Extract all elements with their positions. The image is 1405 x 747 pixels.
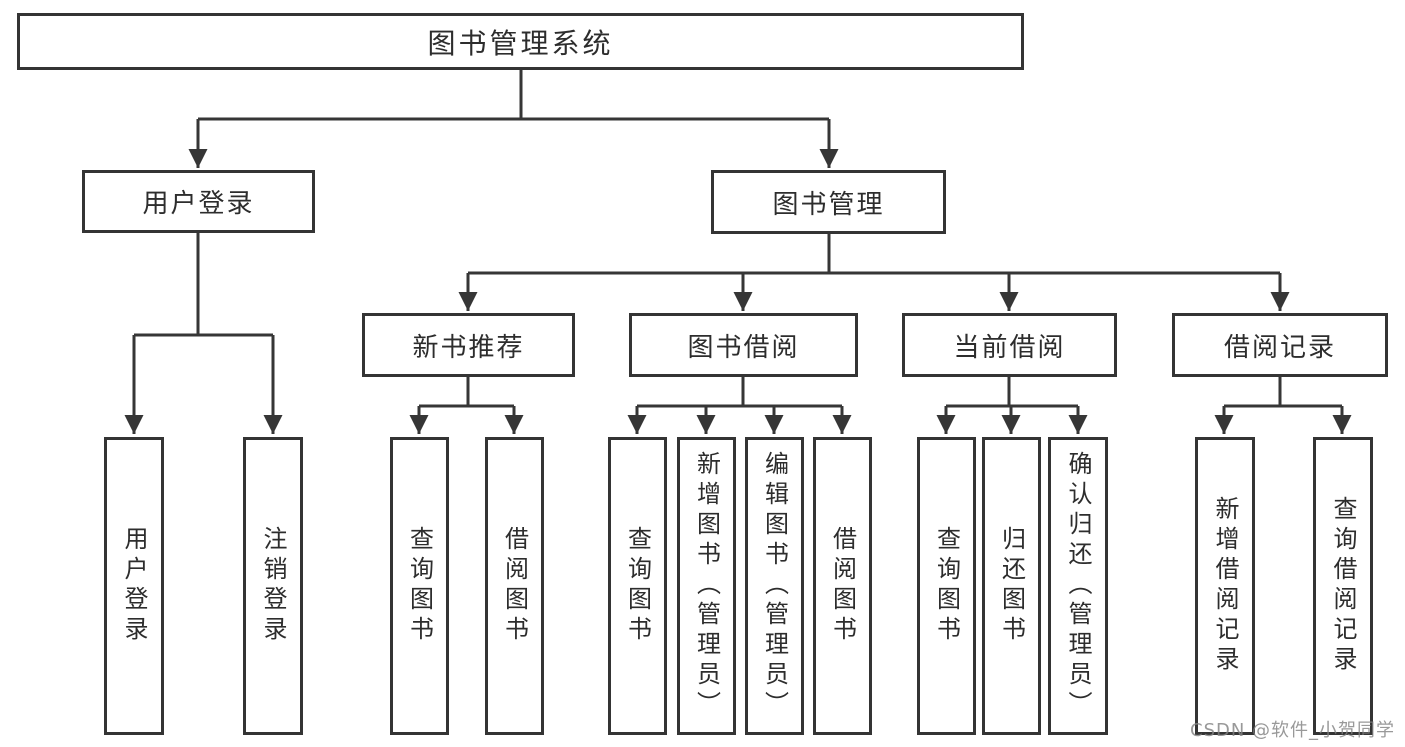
node-book-management: 图书管理 xyxy=(711,170,946,234)
node-label: 新书推荐 xyxy=(412,332,525,363)
leaf-label: 用户登录 xyxy=(120,526,148,646)
leaf-borrow-books-recommend: 借阅图书 xyxy=(485,437,544,735)
leaf-user-login: 用户登录 xyxy=(104,437,164,735)
leaf-add-books-admin: 新增图书（管理员） xyxy=(677,437,736,735)
leaf-label: 确认归还（管理员） xyxy=(1064,451,1092,721)
arrow-stems xyxy=(124,119,1352,434)
leaf-label: 新增图书（管理员） xyxy=(692,451,721,721)
node-user-login: 用户登录 xyxy=(82,170,315,233)
leaf-label: 借阅图书 xyxy=(500,526,529,646)
tree-edges xyxy=(134,70,1342,408)
leaf-confirm-return-admin: 确认归还（管理员） xyxy=(1048,437,1108,735)
node-label: 图书管理 xyxy=(772,189,885,220)
node-borrowing-records: 借阅记录 xyxy=(1172,313,1388,377)
leaf-label: 查询图书 xyxy=(623,526,652,646)
leaf-label: 查询图书 xyxy=(405,526,434,646)
leaf-label: 查询图书 xyxy=(932,526,961,646)
node-library-system: 图书管理系统 xyxy=(17,13,1024,70)
node-label: 图书借阅 xyxy=(687,332,800,363)
node-label: 用户登录 xyxy=(142,189,255,219)
leaf-edit-books-admin: 编辑图书（管理员） xyxy=(745,437,804,735)
leaf-query-books-current: 查询图书 xyxy=(917,437,976,735)
csdn-watermark: CSDN @软件_小贺同学 xyxy=(1190,720,1396,741)
leaf-label: 新增借阅记录 xyxy=(1211,496,1239,676)
node-label: 图书管理系统 xyxy=(427,26,614,60)
leaf-logout: 注销登录 xyxy=(243,437,303,735)
leaf-label: 注销登录 xyxy=(259,526,287,646)
leaf-label: 查询借阅记录 xyxy=(1329,496,1357,676)
leaf-label: 编辑图书（管理员） xyxy=(760,451,789,721)
node-label: 借阅记录 xyxy=(1223,332,1336,363)
leaf-return-books: 归还图书 xyxy=(982,437,1041,735)
leaf-label: 归还图书 xyxy=(997,526,1026,646)
node-new-book-recommendation: 新书推荐 xyxy=(362,313,575,377)
leaf-query-books-recommend: 查询图书 xyxy=(390,437,449,735)
node-book-borrowing: 图书借阅 xyxy=(629,313,858,377)
leaf-label: 借阅图书 xyxy=(828,526,857,646)
leaf-add-borrow-record: 新增借阅记录 xyxy=(1195,437,1255,735)
leaf-query-books-borrowing: 查询图书 xyxy=(608,437,667,735)
leaf-query-borrow-record: 查询借阅记录 xyxy=(1313,437,1373,735)
leaf-borrow-books-borrowing: 借阅图书 xyxy=(813,437,872,735)
node-label: 当前借阅 xyxy=(953,332,1066,363)
node-current-borrowing: 当前借阅 xyxy=(902,313,1117,377)
